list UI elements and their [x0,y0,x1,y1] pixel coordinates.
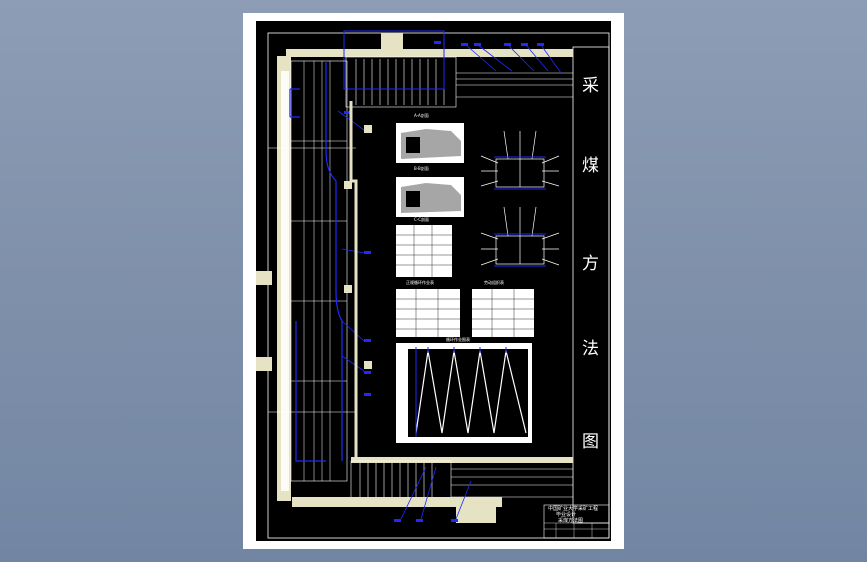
title-block-line2: 毕业设计 [556,512,577,518]
section-detail-b [396,177,464,217]
bottom-fill-band [292,497,502,507]
longwall-face-lines [268,61,356,481]
schedule-zigzag [415,350,527,434]
schedule-plot-area [408,349,528,437]
longwall-face [290,60,348,482]
face-blue-upper [289,88,300,118]
table-b [396,289,460,337]
support-top-blue [494,156,546,190]
bottom-plug [456,507,496,523]
roadway-stub-3 [364,125,372,133]
top-blue-outline [343,30,445,90]
support-bottom-blue [494,233,546,267]
roadway-stub-1 [344,181,352,189]
table-a-label: 正规循环作业表 [406,280,434,285]
table-b-label: 劳动组织表 [484,280,504,285]
top-plug [381,33,403,51]
cad-drawing-canvas[interactable]: 采 煤 方 法 图 A-A剖面 B-B剖面 C-C剖面 正规循环作业表 劳动组织… [256,21,611,541]
face-leader-tags [344,111,371,396]
top-support-lines [355,59,573,105]
section-detail-a [396,123,464,163]
schedule-blue-marks [415,347,507,437]
roadway-stub-2 [344,285,352,293]
title-char-3: 方 [582,254,599,274]
title-char-4: 法 [582,339,599,359]
face-blue-outline [325,61,343,461]
title-char-5: 图 [582,432,599,452]
roadway-stub-4 [364,361,372,369]
top-chamber [345,56,457,108]
table-c-grid [472,289,534,337]
title-char-1: 采 [582,76,599,96]
table-b-grid [396,289,460,337]
section-a-label: A-A剖面 [414,113,429,118]
return-roadway [349,101,366,463]
face-leaders [337,110,369,372]
mining-layout-drawing [256,30,610,539]
bottom-roadway-band [351,457,573,463]
schedule-label: 循环作业图表 [446,337,470,342]
face-blue-lower [295,321,326,462]
top-leaders [465,44,562,74]
title-char-2: 煤 [582,156,599,176]
support-diagram-bottom [480,206,560,266]
left-notch-2 [256,357,272,371]
title-block [543,504,610,539]
top-roadway-band [286,49,573,57]
section-b-label: B-B剖面 [414,166,429,171]
left-notch-1 [256,271,272,285]
table-a [396,225,452,277]
table-a-grid [396,225,452,277]
table-c [472,289,534,337]
title-block-line3: 采煤方法图 [558,518,584,524]
top-leader-tags [434,41,544,46]
section-c-label: C-C剖面 [414,217,430,222]
left-pillar-hatch [281,71,289,491]
title-block-line1: 中国矿业大学采矿工程 [548,506,599,512]
support-diagram-top [480,130,560,188]
title-block-grid [544,522,609,538]
bottom-leaders [400,466,472,520]
bottom-leader-tags [394,519,458,522]
